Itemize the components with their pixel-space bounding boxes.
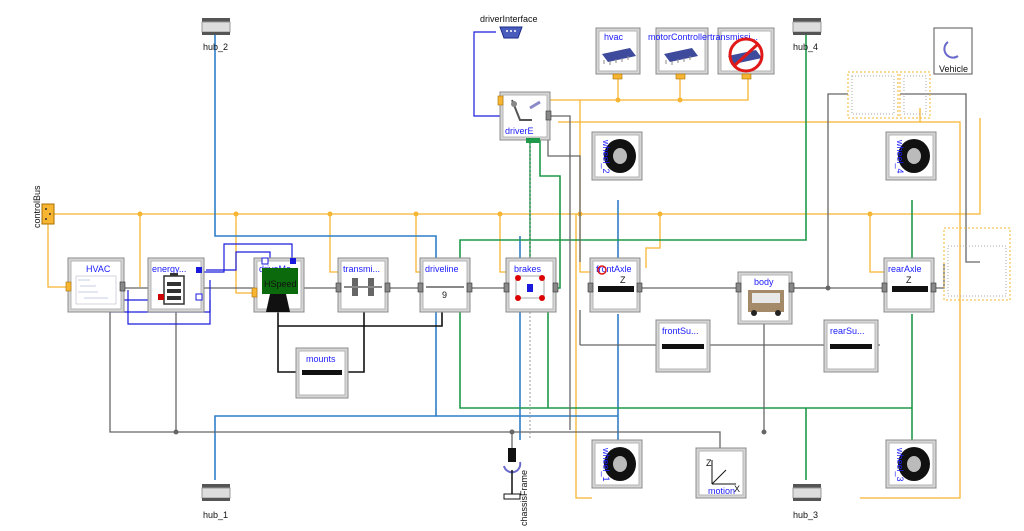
hub-3-label: hub_3 — [793, 510, 818, 520]
chip-icon — [664, 48, 698, 65]
svg-text:Z: Z — [906, 275, 912, 285]
svg-text:hvac: hvac — [604, 32, 624, 42]
hub-2-label: hub_2 — [203, 42, 228, 52]
placeholder-box-right[interactable] — [943, 227, 1011, 301]
hvac-block[interactable]: HVAC — [65, 257, 126, 313]
svg-text:brakes: brakes — [514, 264, 542, 274]
svg-text:transmissi...: transmissi... — [710, 32, 758, 42]
placeholder-box-top-left[interactable] — [847, 71, 899, 119]
vehicle-label: Vehicle — [939, 64, 968, 74]
driver-environment-block[interactable]: driverE — [497, 91, 552, 143]
svg-text:wheel_4: wheel_4 — [895, 139, 905, 174]
svg-text:9: 9 — [442, 290, 447, 300]
front-suspension-block[interactable]: frontSu... — [655, 319, 711, 373]
motor-controller-block[interactable]: motorController — [648, 27, 710, 80]
transmission-controller-block[interactable]: transmissi... — [710, 27, 775, 80]
svg-text:chassisFrame: chassisFrame — [519, 470, 529, 526]
hub-1[interactable]: hub_1 — [201, 484, 231, 520]
svg-text:motorController: motorController — [648, 32, 710, 42]
wheel-3-block[interactable]: wheel_3 — [885, 439, 937, 489]
tire-icon — [604, 139, 636, 173]
disabled-icon — [728, 37, 764, 73]
svg-text:wheel_3: wheel_3 — [895, 447, 905, 482]
svg-text:motion: motion — [708, 486, 735, 496]
svg-text:Z: Z — [620, 275, 626, 285]
tire-icon — [898, 139, 930, 173]
svg-text:wheel_1: wheel_1 — [601, 447, 611, 482]
transmission-block[interactable]: transmi... — [335, 257, 391, 313]
wheel-4-block[interactable]: wheel_4 — [885, 131, 937, 181]
wheel-2-block[interactable]: wheel_2 — [591, 131, 643, 181]
svg-text:X: X — [734, 484, 740, 494]
hub-4-label: hub_4 — [793, 42, 818, 52]
tire-icon — [898, 447, 930, 481]
placeholder-box-top-right[interactable] — [899, 71, 931, 119]
hub-2[interactable]: hub_2 — [201, 18, 231, 52]
rotation-icon — [503, 461, 522, 474]
svg-text:body: body — [754, 277, 774, 287]
wheel-1-block[interactable]: wheel_1 — [591, 439, 643, 489]
hub-1-label: hub_1 — [203, 510, 228, 520]
svg-text:wheel_2: wheel_2 — [601, 139, 611, 174]
mechanical-junctions — [173, 285, 831, 435]
bus-junctions — [137, 97, 873, 217]
chassis-frame-block[interactable]: chassisFrame — [503, 448, 529, 526]
hvac-controller-block[interactable]: hvac — [595, 27, 641, 80]
front-axle-block[interactable]: frontAxle Z — [587, 257, 643, 313]
svg-text:energy...: energy... — [152, 264, 186, 274]
svg-text:transmi...: transmi... — [343, 264, 380, 274]
svg-text:rearAxle: rearAxle — [888, 264, 922, 274]
driver-interface-label: driverInterface — [480, 14, 538, 24]
mounts-block[interactable]: mounts — [295, 347, 349, 399]
svg-text:HSpeed: HSpeed — [264, 279, 297, 289]
energy-storage-block[interactable]: energy... — [147, 257, 205, 313]
svg-text:mounts: mounts — [306, 354, 336, 364]
motion-sensor-block[interactable]: Z X motion — [695, 447, 747, 499]
body-block[interactable]: body — [735, 271, 795, 325]
svg-text:driveline: driveline — [425, 264, 459, 274]
drive-motor-block[interactable]: driveMo HSpeed — [251, 257, 305, 313]
chip-icon — [602, 48, 636, 65]
driver-seat-icon — [511, 99, 541, 121]
rear-axle-block[interactable]: rearAxle Z — [881, 257, 937, 313]
brakes-block[interactable]: brakes — [503, 257, 559, 313]
car-body-icon — [748, 290, 784, 316]
vehicle-info-block[interactable]: Vehicle — [933, 27, 973, 75]
driveline-block[interactable]: driveline 9 — [417, 257, 473, 313]
control-bus-connector[interactable]: controlBus — [32, 185, 55, 228]
control-bus-label: controlBus — [32, 185, 42, 228]
svg-text:driverE: driverE — [505, 126, 534, 136]
driver-interface-connector[interactable]: driverInterface — [480, 14, 538, 39]
svg-text:frontSu...: frontSu... — [662, 326, 699, 336]
svg-text:HVAC: HVAC — [86, 264, 111, 274]
svg-text:rearSu...: rearSu... — [830, 326, 865, 336]
brake-icon — [515, 275, 545, 301]
hub-3[interactable]: hub_3 — [792, 484, 822, 520]
rear-suspension-block[interactable]: rearSu... — [823, 319, 879, 373]
battery-icon — [163, 273, 185, 305]
svg-text:Z: Z — [706, 458, 712, 468]
refresh-icon — [943, 41, 959, 59]
svg-text:frontAxle: frontAxle — [596, 264, 632, 274]
hub-4[interactable]: hub_4 — [792, 18, 822, 52]
hvac-schematic-icon — [75, 275, 117, 305]
tire-icon — [604, 447, 636, 481]
gearbox-icon — [344, 278, 382, 296]
